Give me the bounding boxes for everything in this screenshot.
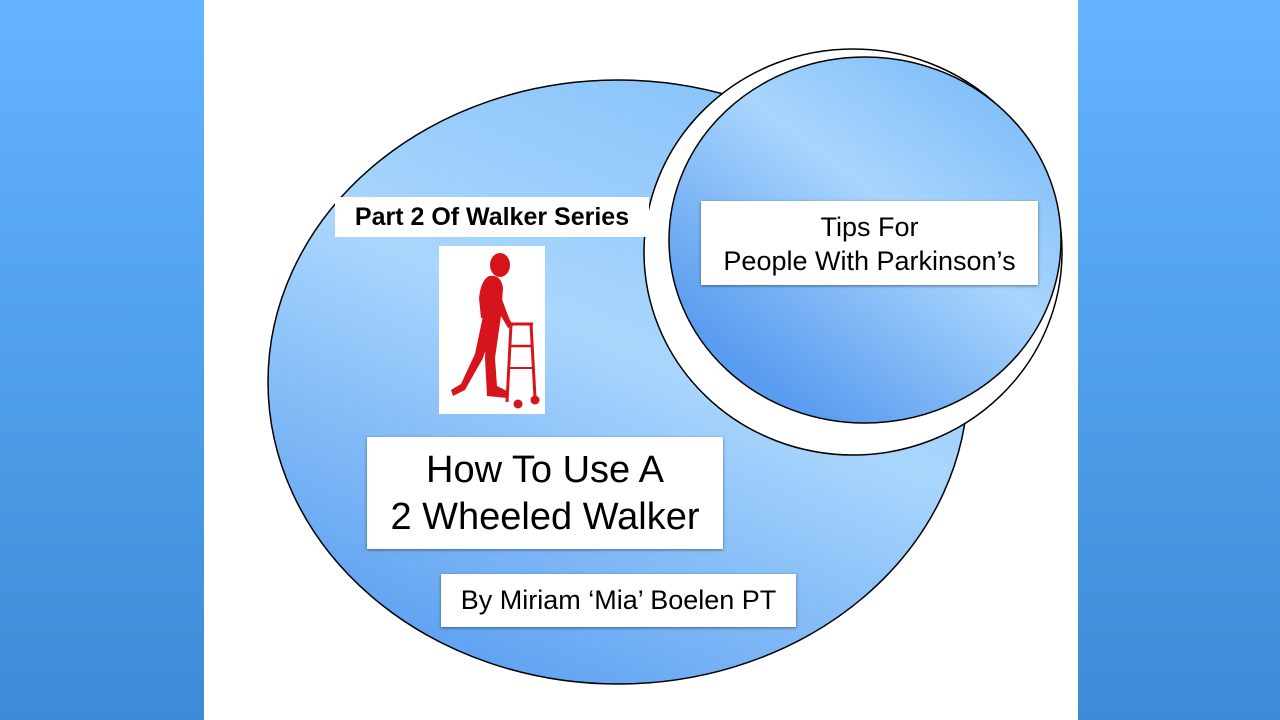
left-side-panel xyxy=(0,0,204,720)
title-box: How To Use A 2 Wheeled Walker xyxy=(367,437,723,549)
tips-line-2: People With Parkinson’s xyxy=(723,246,1016,276)
right-side-panel xyxy=(1078,0,1280,720)
title-line-1: How To Use A xyxy=(426,449,664,491)
tips-line-1: Tips For xyxy=(820,212,919,242)
tips-box: Tips For People With Parkinson’s xyxy=(701,201,1038,285)
author-box: By Miriam ‘Mia’ Boelen PT xyxy=(441,574,796,627)
series-label: Part 2 Of Walker Series xyxy=(335,197,649,237)
title-line-2: 2 Wheeled Walker xyxy=(390,496,700,538)
person-with-walker-icon xyxy=(439,246,545,414)
